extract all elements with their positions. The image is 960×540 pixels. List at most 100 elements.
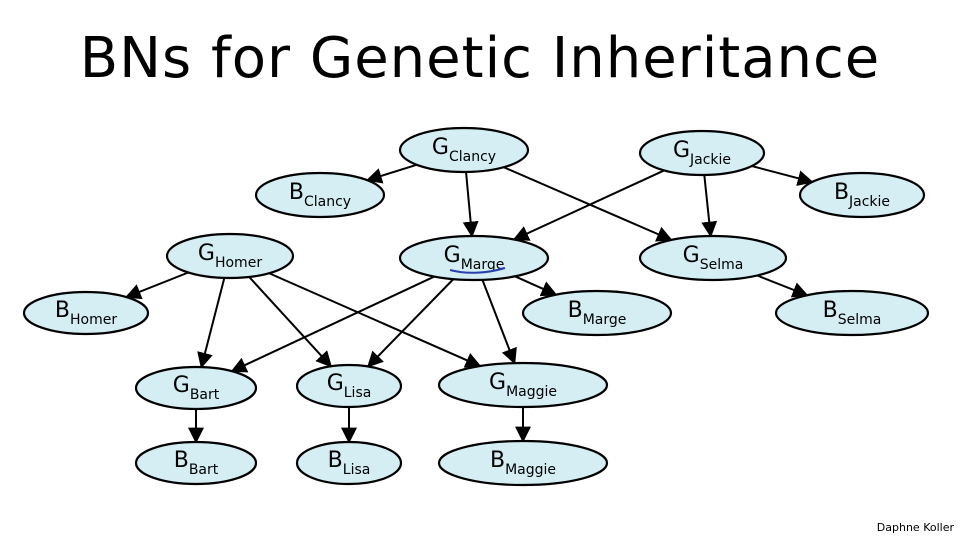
edge-g-jackie-to-b-jackie bbox=[751, 165, 814, 186]
edge-g-homer-to-b-homer bbox=[124, 271, 189, 300]
node-letter: B bbox=[490, 448, 505, 473]
node-ellipse bbox=[398, 234, 550, 282]
node-ellipse bbox=[638, 129, 766, 177]
node-letter: B bbox=[568, 298, 583, 323]
node-subscript: Marge bbox=[461, 257, 505, 273]
edges-layer bbox=[124, 163, 814, 444]
node-letter: B bbox=[55, 298, 70, 323]
node-label: GHomer bbox=[198, 241, 262, 271]
node-ellipse bbox=[638, 234, 788, 282]
node-label: BSelma bbox=[823, 298, 882, 328]
node-label: BMarge bbox=[568, 298, 627, 328]
node-g-clancy: GClancy bbox=[398, 126, 530, 174]
node-g-selma: GSelma bbox=[638, 234, 788, 282]
marge-underline-annotation bbox=[449, 267, 506, 274]
node-subscript: Maggie bbox=[505, 462, 556, 478]
node-subscript: Homer bbox=[70, 312, 117, 328]
edge-g-homer-to-g-bart bbox=[197, 277, 226, 369]
node-letter: G bbox=[173, 373, 190, 398]
slide-title: BNs for Genetic Inheritance bbox=[79, 26, 881, 91]
node-subscript: Lisa bbox=[343, 462, 371, 478]
node-b-clancy: BClancy bbox=[254, 171, 386, 219]
node-b-lisa: BLisa bbox=[295, 440, 403, 486]
edge-g-homer-to-g-lisa bbox=[248, 276, 333, 368]
node-b-maggie: BMaggie bbox=[437, 439, 609, 487]
node-b-homer: BHomer bbox=[22, 290, 150, 336]
edge-g-selma-to-b-selma bbox=[756, 274, 809, 298]
edge-g-marge-to-b-marge bbox=[514, 275, 558, 297]
node-subscript: Lisa bbox=[344, 385, 372, 401]
node-label: BMaggie bbox=[490, 448, 556, 478]
node-label: BClancy bbox=[289, 180, 351, 210]
node-subscript: Maggie bbox=[506, 384, 557, 400]
node-letter: B bbox=[174, 448, 189, 473]
edge-g-marge-to-g-bart bbox=[230, 275, 435, 373]
node-b-jackie: BJackie bbox=[798, 171, 926, 219]
node-g-bart: GBart bbox=[134, 365, 258, 411]
node-ellipse bbox=[165, 232, 295, 280]
node-ellipse bbox=[774, 289, 930, 337]
node-g-lisa: GLisa bbox=[295, 363, 403, 409]
node-label: GSelma bbox=[683, 243, 744, 273]
node-b-bart: BBart bbox=[134, 440, 258, 486]
node-label: GLisa bbox=[327, 371, 372, 401]
node-letter: G bbox=[198, 241, 215, 266]
node-b-selma: BSelma bbox=[774, 289, 930, 337]
node-letter: G bbox=[327, 371, 344, 396]
node-label: GMarge bbox=[444, 243, 505, 273]
edge-g-homer-to-g-maggie bbox=[268, 272, 482, 368]
node-label: BHomer bbox=[55, 298, 117, 328]
edge-g-clancy-to-b-clancy bbox=[365, 163, 417, 184]
node-ellipse bbox=[295, 363, 403, 409]
edge-g-jackie-to-g-selma bbox=[701, 174, 718, 238]
node-label: BJackie bbox=[834, 180, 890, 210]
node-ellipse bbox=[521, 289, 673, 337]
node-label: BLisa bbox=[328, 448, 371, 478]
node-ellipse bbox=[398, 126, 530, 174]
node-g-maggie: GMaggie bbox=[437, 361, 609, 409]
node-subscript: Selma bbox=[700, 257, 744, 273]
author-credit: Daphne Koller bbox=[876, 521, 954, 534]
node-subscript: Jackie bbox=[689, 152, 731, 168]
node-subscript: Homer bbox=[215, 255, 262, 271]
node-letter: B bbox=[823, 298, 838, 323]
node-b-marge: BMarge bbox=[521, 289, 673, 337]
node-label: BBart bbox=[174, 448, 219, 478]
node-subscript: Bart bbox=[189, 462, 219, 478]
node-subscript: Clancy bbox=[449, 149, 496, 165]
node-ellipse bbox=[437, 361, 609, 409]
node-letter: G bbox=[444, 243, 461, 268]
node-letter: B bbox=[834, 180, 849, 205]
edge-g-marge-to-g-lisa bbox=[366, 278, 455, 368]
node-letter: G bbox=[432, 135, 449, 160]
node-g-marge: GMarge bbox=[398, 234, 550, 282]
node-subscript: Selma bbox=[838, 312, 882, 328]
node-subscript: Bart bbox=[190, 387, 220, 403]
node-subscript: Marge bbox=[583, 312, 627, 328]
node-ellipse bbox=[295, 440, 403, 486]
node-subscript: Clancy bbox=[304, 194, 351, 210]
node-label: GMaggie bbox=[489, 370, 557, 400]
node-subscript: Jackie bbox=[848, 194, 890, 210]
node-ellipse bbox=[134, 440, 258, 486]
node-letter: B bbox=[328, 448, 343, 473]
node-label: GClancy bbox=[432, 135, 496, 165]
node-letter: B bbox=[289, 180, 304, 205]
node-label: GBart bbox=[173, 373, 220, 403]
node-letter: G bbox=[683, 243, 700, 268]
node-ellipse bbox=[22, 290, 150, 336]
node-g-homer: GHomer bbox=[165, 232, 295, 280]
node-g-jackie: GJackie bbox=[638, 129, 766, 177]
node-ellipse bbox=[254, 171, 386, 219]
node-letter: G bbox=[673, 138, 690, 163]
node-ellipse bbox=[437, 439, 609, 487]
edge-g-clancy-to-g-marge bbox=[462, 171, 479, 238]
edge-g-marge-to-g-maggie bbox=[481, 279, 517, 365]
node-letter: G bbox=[489, 370, 506, 395]
node-ellipse bbox=[134, 365, 258, 411]
node-label: GJackie bbox=[673, 138, 731, 168]
node-ellipse bbox=[798, 171, 926, 219]
edge-g-clancy-to-g-selma bbox=[503, 166, 673, 242]
